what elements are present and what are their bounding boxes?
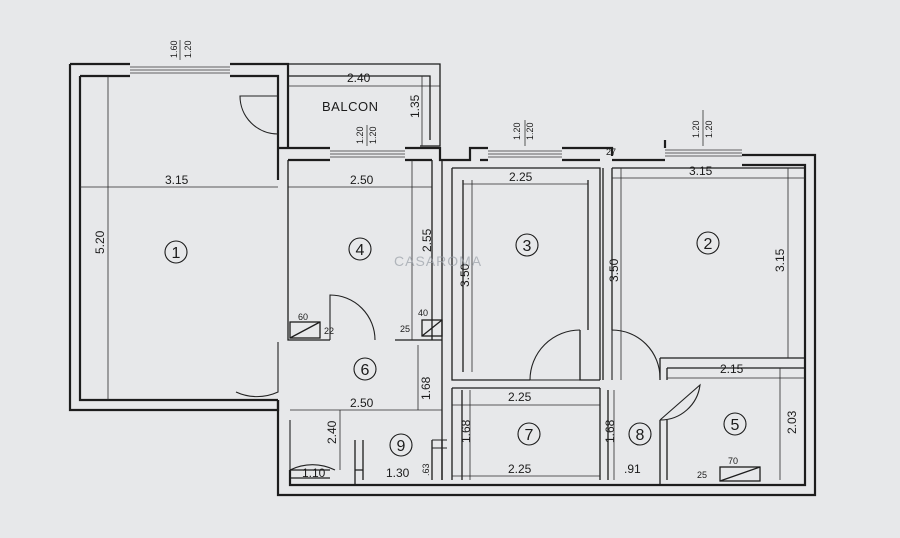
room-3-width: 2.25 xyxy=(509,170,533,184)
room-7-height-left: 1.68 xyxy=(459,419,473,443)
window-room-4: 1.20 1.20 xyxy=(330,125,405,158)
window-1-label-a: 1.60 xyxy=(169,40,179,58)
room-3-number: 3 xyxy=(523,238,532,255)
room-markers: 1 4 3 2 6 9 7 8 xyxy=(164,231,747,457)
partition-27: 27 xyxy=(606,147,616,157)
room-2-width: 3.15 xyxy=(689,164,713,178)
room-1-height: 5.20 xyxy=(93,230,107,254)
door-room-1 xyxy=(235,342,279,398)
room-7-width-bottom: 2.25 xyxy=(508,462,532,476)
windows: 1.60 1.20 1.20 1.20 1.20 1.20 1.20 1.20 xyxy=(130,40,742,158)
window-room-2: 1.20 1.20 xyxy=(665,110,742,157)
room-7-number: 7 xyxy=(525,427,534,444)
entry-width: 1.10 xyxy=(302,466,326,480)
window-2-label-b: 1.20 xyxy=(704,120,714,138)
window-3-label-b: 1.20 xyxy=(525,122,535,140)
hall-height: 1.68 xyxy=(419,376,433,400)
window-3-label-a: 1.20 xyxy=(512,122,522,140)
room-2-number: 2 xyxy=(704,236,713,253)
doors xyxy=(235,95,701,471)
room-4-width: 2.50 xyxy=(350,173,374,187)
room-7-width-top: 2.25 xyxy=(508,390,532,404)
cabinet-4-left-depth: 22 xyxy=(324,326,334,336)
cabinet-5-depth: 25 xyxy=(697,470,707,480)
cabinets xyxy=(289,319,761,482)
door-room-3 xyxy=(529,329,581,381)
room-1-marker: 1 xyxy=(164,240,188,264)
door-room-2 xyxy=(611,329,661,380)
room-9-number: 9 xyxy=(397,438,406,455)
room-5-marker: 5 xyxy=(723,412,747,436)
room-4-number: 4 xyxy=(356,242,365,259)
cabinet-5-width: 70 xyxy=(728,456,738,466)
room-3-height: 3.50 xyxy=(458,263,472,287)
cabinet-room-4-left xyxy=(289,321,321,339)
room-1-width: 3.15 xyxy=(165,173,189,187)
door-balcony xyxy=(239,95,279,135)
balcony-width: 2.40 xyxy=(347,71,371,85)
room-7-marker: 7 xyxy=(517,422,541,446)
window-4-label-a: 1.20 xyxy=(355,126,365,144)
room-5-height: 2.03 xyxy=(785,410,799,434)
door-entry xyxy=(289,420,336,471)
entry-height: 2.40 xyxy=(325,420,339,444)
room-5-number: 5 xyxy=(731,417,740,434)
room-9-width: 1.30 xyxy=(386,466,410,480)
cabinet-room-5 xyxy=(719,466,761,482)
door-room-9 xyxy=(432,439,447,449)
outer-walls xyxy=(68,62,817,497)
door-room-5 xyxy=(659,383,701,421)
room-2-marker: 2 xyxy=(696,231,720,255)
window-2-label-a: 1.20 xyxy=(691,120,701,138)
window-room-1: 1.60 1.20 xyxy=(130,40,230,74)
room-9-marker: 9 xyxy=(389,433,413,457)
dimension-lines xyxy=(80,76,805,480)
cabinet-4-right-width: 40 xyxy=(418,308,428,318)
window-4-label-b: 1.20 xyxy=(368,126,378,144)
balcony-depth: 1.35 xyxy=(408,94,422,118)
cabinet-room-4-right xyxy=(421,319,443,337)
room-2-height: 3.15 xyxy=(773,248,787,272)
dimension-labels: BALCON 2.40 1.35 3.15 5.20 2.50 2.55 2.2… xyxy=(93,71,799,480)
watermark: CASAROMA xyxy=(394,253,482,269)
room-6-number: 6 xyxy=(361,362,370,379)
window-1-label-b: 1.20 xyxy=(183,40,193,58)
hall-width: 2.50 xyxy=(350,396,374,410)
room-1-number: 1 xyxy=(172,245,181,262)
room-3-marker: 3 xyxy=(515,233,539,257)
room-4-marker: 4 xyxy=(348,237,372,261)
room-6-marker: 6 xyxy=(353,357,377,381)
cabinet-4-right-depth: 25 xyxy=(400,324,410,334)
room-8-number: 8 xyxy=(636,427,645,444)
door-room-4 xyxy=(329,294,376,341)
room-8-width: .91 xyxy=(624,462,641,476)
room-5-width: 2.15 xyxy=(720,362,744,376)
room-7-height-right: 1.68 xyxy=(603,419,617,443)
room-4-height: 2.55 xyxy=(420,228,434,252)
window-room-3: 1.20 1.20 xyxy=(488,120,562,158)
room-2-left-height: 3.50 xyxy=(607,258,621,282)
room-9-side: .63 xyxy=(421,463,431,476)
room-8-marker: 8 xyxy=(628,422,652,446)
cabinet-4-left-width: 60 xyxy=(298,312,308,322)
balcony-label: BALCON xyxy=(322,99,378,114)
